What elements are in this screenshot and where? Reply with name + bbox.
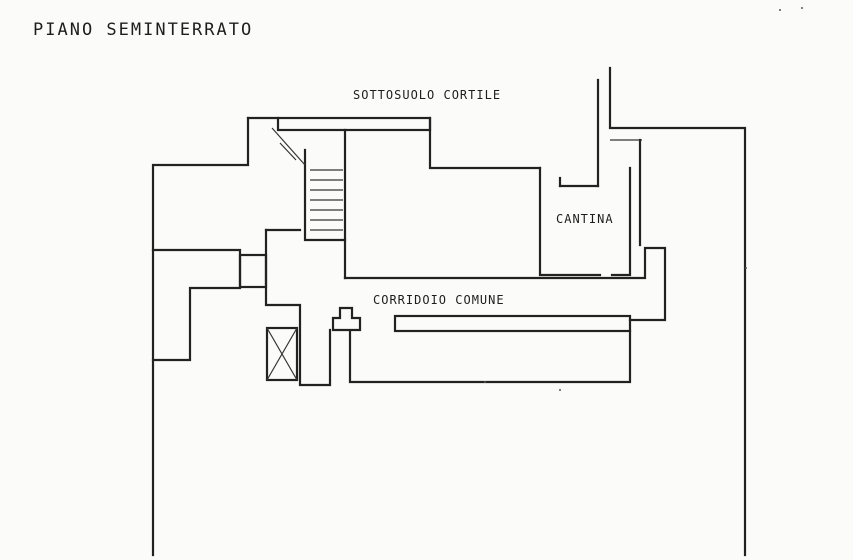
- cellar-room: [538, 138, 642, 277]
- outer-walls: [151, 66, 747, 557]
- scan-marks: [484, 7, 803, 391]
- elevator-shaft-icon: [265, 326, 299, 382]
- room-label-courtyard: SOTTOSUOLO CORTILE: [353, 88, 501, 102]
- plan-title: PIANO SEMINTERRATO: [33, 20, 253, 40]
- west-wing-walls: [151, 228, 332, 387]
- room-label-corridor: CORRIDOIO COMUNE: [373, 293, 505, 307]
- staircase: [271, 116, 432, 280]
- common-corridor: [331, 246, 667, 384]
- room-label-cellar: CANTINA: [556, 212, 614, 226]
